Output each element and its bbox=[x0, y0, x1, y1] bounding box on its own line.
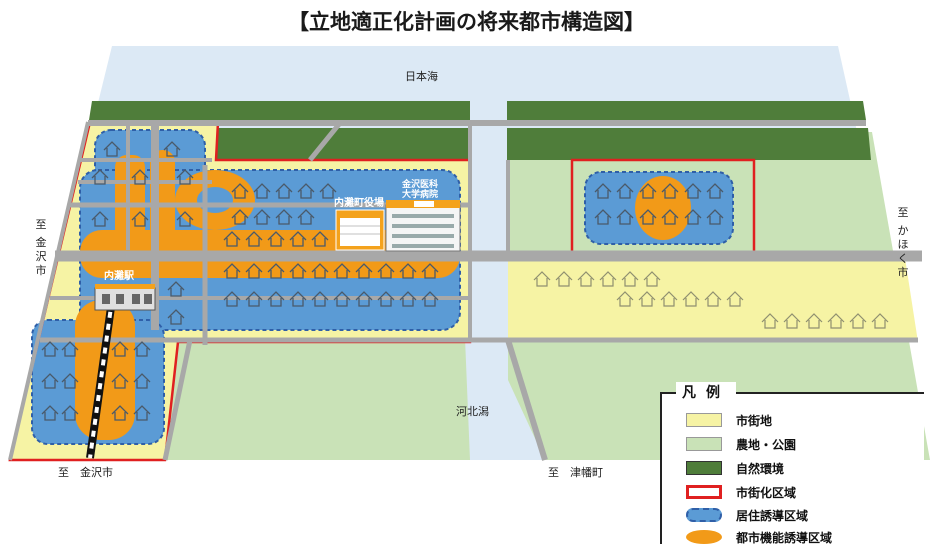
sea-label: 日本海 bbox=[405, 70, 438, 83]
legend-swatch-nature bbox=[686, 461, 722, 475]
legend-label: 居住誘導区域 bbox=[736, 509, 809, 523]
nature-strip-east bbox=[507, 101, 866, 120]
legend-swatch-farm bbox=[686, 437, 722, 451]
urban-area-east bbox=[508, 258, 918, 342]
town-hall-label: 内灘町役場 bbox=[334, 198, 384, 209]
lake-label: 河北潟 bbox=[456, 405, 489, 418]
legend-label: 自然環境 bbox=[736, 462, 785, 476]
legend-label: 農地・公園 bbox=[736, 438, 797, 452]
function-zone-east bbox=[635, 176, 691, 240]
farmland-south bbox=[165, 338, 470, 460]
nature-strip-east-2 bbox=[507, 128, 871, 160]
east-direction-to: 至 bbox=[897, 206, 909, 219]
legend-swatch-urban bbox=[686, 413, 722, 427]
legend-label: 市街地 bbox=[736, 414, 773, 428]
station-label: 内灘駅 bbox=[104, 271, 134, 282]
hospital-label-line1: 金沢医科 bbox=[402, 180, 439, 190]
southwest-direction: 至 金沢市 bbox=[58, 466, 113, 479]
east-direction-name: かほく市 bbox=[897, 224, 909, 279]
legend-label: 都市機能誘導区域 bbox=[736, 531, 833, 545]
station-building bbox=[94, 284, 156, 311]
legend-swatch-residential bbox=[686, 508, 722, 522]
page-title: 【立地適正化計画の将来都市構造図】 bbox=[288, 10, 645, 34]
west-direction-name: 金沢市 bbox=[35, 236, 47, 277]
southeast-direction: 至 津幡町 bbox=[548, 466, 603, 479]
hospital-label-line2: 大学病院 bbox=[402, 190, 439, 200]
legend-swatch-function bbox=[686, 530, 722, 544]
legend: 凡例 市街地 農地・公園 自然環境 市街化区域 居住誘導区域 都市機能誘導区域 bbox=[660, 382, 924, 545]
nature-strip-west bbox=[89, 101, 470, 120]
legend-title: 凡例 bbox=[676, 382, 736, 402]
legend-swatch-urban-boundary bbox=[686, 485, 722, 499]
legend-label: 市街化区域 bbox=[736, 486, 797, 500]
nature-strip-west-2 bbox=[213, 128, 470, 160]
west-direction-to: 至 bbox=[35, 218, 47, 231]
town-hall-building bbox=[335, 209, 385, 251]
hospital-building bbox=[385, 200, 461, 252]
